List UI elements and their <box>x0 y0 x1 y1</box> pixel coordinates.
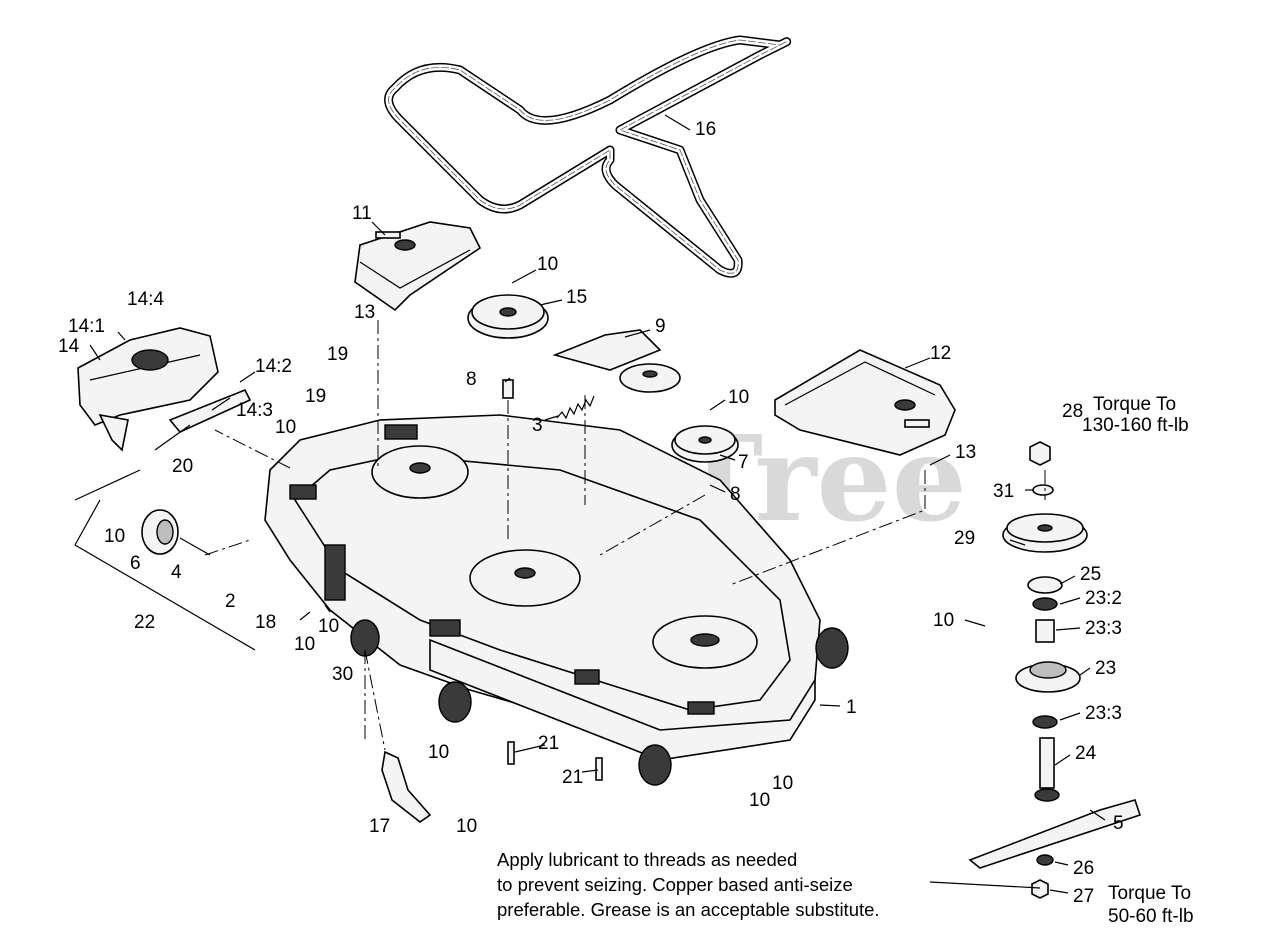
callout-14: 14 <box>58 336 80 357</box>
callout-10: 10 <box>728 387 749 408</box>
deflector-bracket <box>381 750 432 823</box>
callout-14-3: 14:3 <box>236 400 273 421</box>
callout-21: 21 <box>562 767 583 788</box>
svg-text:to prevent seizing. Copper bas: to prevent seizing. Copper based anti-se… <box>497 874 853 895</box>
deck-wheel <box>141 509 211 556</box>
callout-2: 2 <box>225 591 236 612</box>
assembly-guides <box>74 320 1046 751</box>
callout-5: 5 <box>1113 813 1124 834</box>
callout-28: 28 <box>1062 401 1083 422</box>
callout-10: 10 <box>749 790 770 811</box>
callout-9: 9 <box>655 316 666 337</box>
callout-24: 24 <box>1075 743 1097 764</box>
callout-19: 19 <box>327 344 348 365</box>
callout-10: 10 <box>428 742 449 763</box>
leader-lines <box>89 114 1106 894</box>
svg-text:Torque To: Torque To <box>1093 394 1176 415</box>
mower-deck-shell <box>264 414 849 786</box>
callout-31: 31 <box>993 481 1014 502</box>
lubricant-note: Apply lubricant to threads as needed to … <box>497 849 880 920</box>
callout-22: 22 <box>134 612 155 633</box>
callout-23-3: 23:3 <box>1085 703 1122 724</box>
callout-10: 10 <box>275 417 296 438</box>
belt-cover-left <box>354 221 482 312</box>
svg-text:preferable. Grease is an accep: preferable. Grease is an acceptable subs… <box>497 899 880 920</box>
cover-bracket <box>154 388 252 451</box>
torque-note-bottom: Torque To 50-60 ft-lb <box>1108 883 1194 927</box>
pulley-7 <box>671 425 739 492</box>
drive-belt <box>384 35 792 278</box>
idler-arm <box>552 329 681 393</box>
callout-1: 1 <box>846 697 857 718</box>
callout-8: 8 <box>466 369 477 390</box>
pulley-15 <box>467 294 549 399</box>
bolts <box>507 741 603 781</box>
callout-14-1: 14:1 <box>68 316 105 337</box>
callout-18: 18 <box>255 612 276 633</box>
callout-13: 13 <box>354 302 375 323</box>
svg-text:Torque To: Torque To <box>1108 883 1191 904</box>
callout-6: 6 <box>130 553 141 574</box>
callout-10: 10 <box>537 254 558 275</box>
callout-27: 27 <box>1073 886 1094 907</box>
callout-19: 19 <box>305 386 326 407</box>
callout-4: 4 <box>171 562 182 583</box>
callout-23-3: 23:3 <box>1085 618 1122 639</box>
torque-note-top: Torque To 130-160 ft-lb <box>1082 394 1189 436</box>
callout-3: 3 <box>532 415 543 436</box>
callout-10: 10 <box>933 610 954 631</box>
callout-10: 10 <box>318 616 339 637</box>
callout-11: 11 <box>352 203 372 224</box>
spring <box>556 395 595 420</box>
callout-12: 12 <box>930 343 951 364</box>
callout-13: 13 <box>955 442 976 463</box>
callout-26: 26 <box>1073 858 1094 879</box>
callout-14-2: 14:2 <box>255 356 292 377</box>
callout-21: 21 <box>538 733 559 754</box>
callout-15: 15 <box>566 287 587 308</box>
callout-10: 10 <box>456 816 477 837</box>
callout-23: 23 <box>1095 658 1116 679</box>
svg-text:50-60 ft-lb: 50-60 ft-lb <box>1108 906 1194 927</box>
callout-10: 10 <box>294 634 315 655</box>
discharge-cover <box>77 327 219 452</box>
callout-8: 8 <box>730 484 741 505</box>
belt-cover-right <box>774 349 956 456</box>
spindle-assembly <box>968 441 1142 899</box>
callout-30: 30 <box>332 664 353 685</box>
callout-10: 10 <box>772 773 793 794</box>
callout-17: 17 <box>369 816 390 837</box>
svg-text:Apply lubricant to threads as: Apply lubricant to threads as needed <box>497 849 797 870</box>
callout-7: 7 <box>738 452 749 473</box>
callout-labels: 16 11 10 15 9 12 13 14:4 14:1 14 14:2 14… <box>58 119 1124 907</box>
callout-23-2: 23:2 <box>1085 588 1122 609</box>
callout-16: 16 <box>695 119 716 140</box>
callout-25: 25 <box>1080 564 1101 585</box>
callout-29: 29 <box>954 528 975 549</box>
callout-20: 20 <box>172 456 193 477</box>
callout-10: 10 <box>104 526 125 547</box>
svg-text:130-160 ft-lb: 130-160 ft-lb <box>1082 415 1189 436</box>
callout-14-4: 14:4 <box>127 289 164 310</box>
